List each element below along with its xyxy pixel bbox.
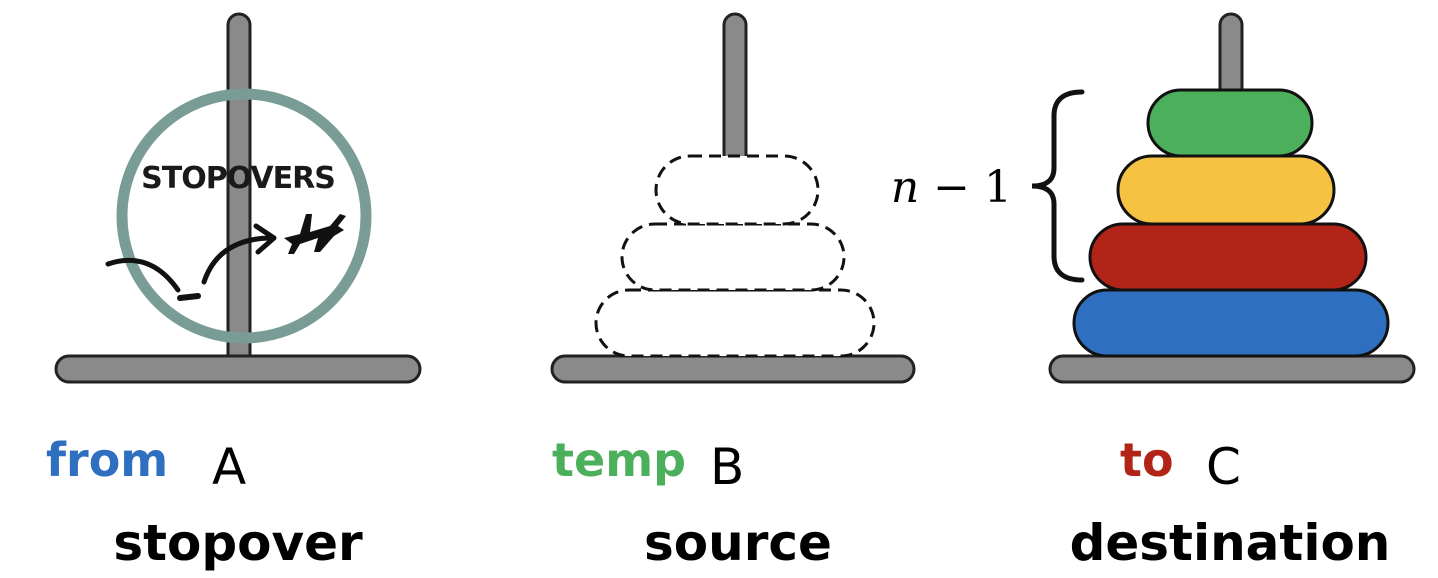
stopovers-dash (177, 293, 201, 301)
ghost-disk-small (654, 154, 820, 226)
disks-c (1072, 88, 1390, 358)
label-group-c: to C destination (1070, 433, 1391, 572)
peg-a-role: from (46, 433, 168, 487)
label-group-a: from A stopover (46, 433, 363, 572)
peg-b-description: source (644, 514, 832, 572)
stopovers-arrow-curve (201, 235, 271, 285)
peg-a (54, 12, 422, 384)
n-minus-one-brace: n − 1 (891, 89, 1085, 283)
stopovers-stamp-text: STOPOVERS (141, 161, 335, 196)
peg-a-name: A (212, 438, 246, 496)
peg-c-base (1048, 354, 1416, 384)
peg-c-description: destination (1070, 514, 1391, 572)
disk-yellow (1116, 154, 1336, 226)
ghost-disks-b (594, 154, 876, 358)
peg-c-role: to (1120, 433, 1174, 487)
peg-b-name: B (710, 438, 744, 496)
peg-c-name: C (1206, 438, 1241, 496)
stopovers-ring (116, 88, 372, 344)
stopovers-arrow-head-icon (253, 223, 277, 255)
peg-a-description: stopover (113, 514, 363, 572)
ghost-disk-medium (620, 222, 846, 292)
ghost-disk-large (594, 288, 876, 358)
brace-label: n − 1 (891, 162, 1012, 213)
peg-b-base (550, 354, 916, 384)
label-group-b: temp B source (552, 433, 832, 572)
disk-green (1146, 88, 1314, 158)
stopovers-arrow-path (105, 257, 181, 293)
curly-brace-icon (1031, 89, 1085, 283)
airplane-icon (284, 214, 346, 254)
disk-blue (1072, 288, 1390, 358)
disk-red (1088, 222, 1368, 292)
peg-b-role: temp (552, 433, 686, 487)
peg-a-base (54, 354, 422, 384)
stopovers-stamp: STOPOVERS (105, 88, 372, 344)
